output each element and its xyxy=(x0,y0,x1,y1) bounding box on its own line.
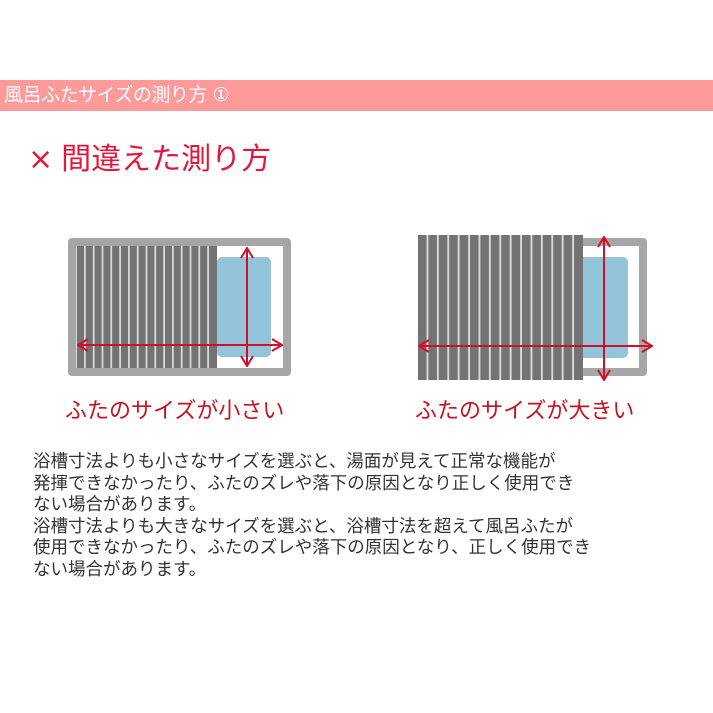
lid-slats xyxy=(418,235,583,380)
explanation-text: 浴槽寸法よりも小さなサイズを選ぶと、湯面が見えて正常な機能が 発揮できなかったり… xyxy=(33,452,693,581)
section-banner: 風呂ふたサイズの測り方 ① xyxy=(0,80,713,111)
wrong-method-heading: ×間違えた測り方 xyxy=(28,140,271,180)
explanation-small-lid: 浴槽寸法よりも小さなサイズを選ぶと、湯面が見えて正常な機能が 発揮できなかったり… xyxy=(33,452,575,515)
cross-mark-icon: × xyxy=(28,142,54,177)
caption-large-lid: ふたのサイズが大きい xyxy=(415,399,635,424)
explanation-large-lid: 浴槽寸法よりも大きなサイズを選ぶと、浴槽寸法を超えて風呂ふたが 使用できなかった… xyxy=(33,516,592,580)
banner-title: 風呂ふたサイズの測り方 ① xyxy=(4,84,230,106)
diagram-large-lid xyxy=(418,235,665,390)
water-surface xyxy=(217,257,271,357)
lid-slats xyxy=(76,246,217,368)
caption-small-lid: ふたのサイズが小さい xyxy=(65,399,285,424)
heading-text: 間違えた測り方 xyxy=(61,142,272,177)
diagram-small-lid xyxy=(68,238,291,376)
